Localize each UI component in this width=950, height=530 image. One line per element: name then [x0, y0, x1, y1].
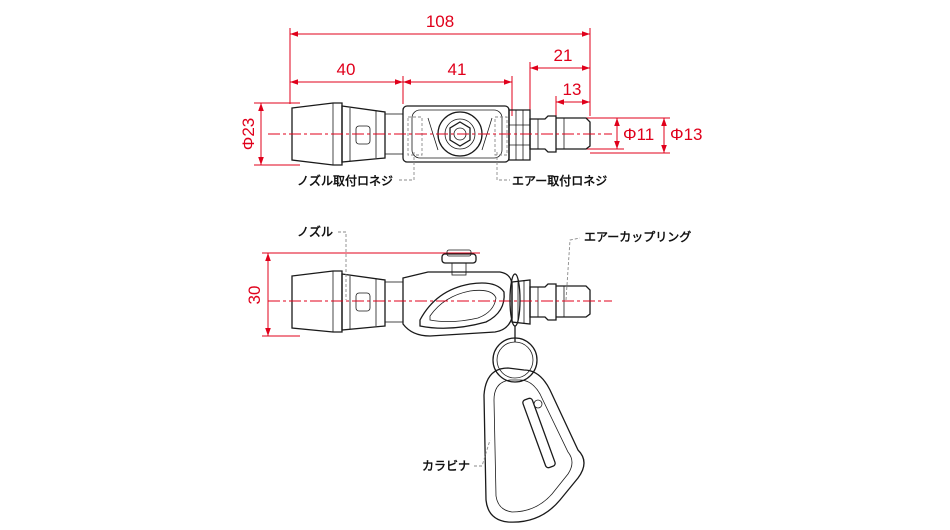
side-view: 30 ノズル エアーカップリング: [245, 224, 691, 523]
label-nozzle: ノズル: [297, 224, 333, 239]
dim-nozzle-section: 40: [337, 60, 356, 79]
dim-nozzle-diameter: Φ23: [239, 118, 258, 150]
dim-plug-length: 21: [554, 46, 573, 65]
dim-plug-diameter-small: Φ11: [623, 125, 654, 144]
split-ring: [492, 337, 538, 383]
label-air-thread: エアー取付ロネジ: [512, 173, 607, 188]
nozzle-body: [341, 105, 386, 163]
coupling-nut: [508, 109, 531, 161]
top-view: 108 40 41 21 13 Φ23 Φ11 Φ13: [239, 12, 702, 188]
dim-plug-tip-length: 13: [563, 80, 582, 99]
carabiner: [483, 367, 585, 523]
label-nozzle-thread: ノズル取付ロネジ: [297, 173, 393, 188]
coupling-plug: [529, 115, 557, 153]
dim-plug-diameter-large: Φ13: [670, 125, 702, 144]
dim-side-height: 30: [245, 286, 264, 305]
dim-overall-length: 108: [426, 12, 454, 31]
label-carabiner: カラビナ: [422, 458, 470, 473]
dim-body-section: 41: [448, 60, 467, 79]
side-gun-body: [402, 271, 513, 337]
label-air-coupling: エアーカップリング: [584, 229, 691, 244]
